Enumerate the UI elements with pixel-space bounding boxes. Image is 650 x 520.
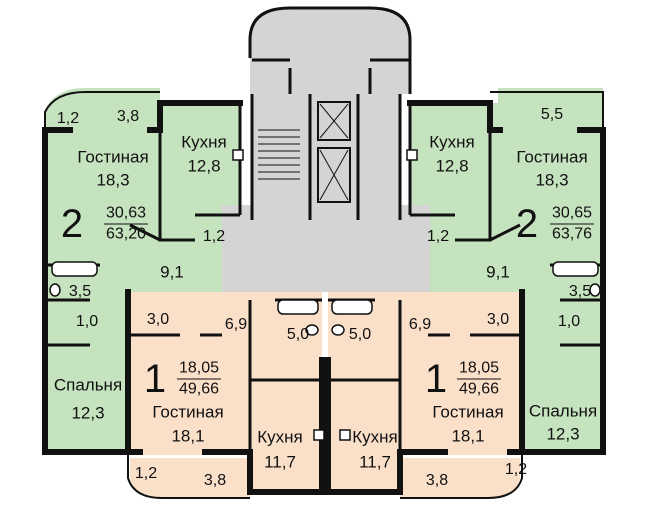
right2-bath-area: 3,5: [568, 283, 592, 300]
elevator-cross-2: [319, 149, 349, 201]
right2-living-area: 30,65: [549, 205, 595, 225]
elevator-large: [317, 147, 351, 203]
bathtub-left: [51, 261, 98, 277]
left2-wc-area: 1,0: [75, 313, 99, 330]
right1-living-room-name: Гостиная: [432, 402, 504, 422]
sink-one-room-right: [331, 324, 345, 336]
stove-right-one: [339, 429, 351, 441]
right1-rooms-count: 1: [424, 357, 448, 401]
right-two-room-apartment: [410, 88, 603, 452]
right1-living-area: 18,05: [456, 360, 502, 380]
right-one-room-balcony: [400, 458, 520, 498]
stove-left-two: [232, 149, 244, 161]
elevator-shaft: [308, 94, 360, 220]
right2-kitchen-name: Кухня: [429, 132, 475, 152]
left1-kitchen-name: Кухня: [257, 427, 303, 447]
left2-rooms-count: 2: [60, 202, 84, 246]
right2-bedroom-name: Спальня: [528, 401, 598, 421]
right1-closet-area: 3,0: [486, 311, 510, 328]
stove-right-two: [406, 149, 418, 161]
right1-area-fraction: 18,05 49,66: [456, 360, 502, 398]
stove-left-one: [313, 429, 325, 441]
bathtub-one-room-right: [331, 299, 373, 315]
right1-total-area: 49,66: [458, 380, 500, 398]
balcony-top-left: [44, 91, 160, 130]
left-one-room-apartment: [128, 292, 322, 492]
left1-rooms-count: 1: [143, 357, 167, 401]
left2-kitchen-area: 12,8: [187, 156, 221, 176]
left2-total-area: 63,20: [105, 225, 147, 243]
right1-balcony-corner: 1,2: [504, 461, 528, 478]
right-one-room-apartment: [328, 292, 522, 492]
right2-storage-area: 1,2: [426, 228, 450, 245]
right2-bedroom-area: 12,3: [546, 424, 580, 444]
left2-hall-area: 9,1: [160, 262, 184, 282]
right1-kitchen-area: 11,7: [359, 452, 391, 472]
stair-steps: [258, 129, 300, 180]
right1-bath-area: 5,0: [348, 326, 372, 343]
partition-one-room-left: [128, 298, 322, 455]
left2-storage-area: 1,2: [202, 228, 226, 245]
stair-inner-wall: [250, 58, 410, 220]
stair-tower: [222, 8, 430, 292]
right2-living-room-area: 18,3: [535, 170, 569, 190]
left1-closet-area: 3,0: [146, 311, 170, 328]
right2-rooms-count: 2: [515, 202, 539, 246]
left2-kitchen-name: Кухня: [181, 132, 227, 152]
right2-area-fraction: 30,65 63,76: [549, 205, 595, 243]
toilet-right: [589, 283, 601, 297]
left1-total-area: 49,66: [178, 380, 220, 398]
partition-one-room-right: [328, 298, 522, 455]
toilet-left: [49, 283, 61, 297]
outer-wall-bottom-left: [125, 289, 325, 495]
bathtub-one-room-left: [277, 299, 319, 315]
left-one-room-balcony: [130, 458, 250, 498]
left2-balcony-corner: 1,2: [56, 110, 80, 127]
elevator-cross-1: [319, 103, 349, 139]
balcony-top-right: [490, 91, 604, 130]
left2-living-room-name: Гостиная: [77, 147, 149, 167]
right1-balcony-area: 3,8: [425, 472, 449, 489]
left1-living-room-area: 18,1: [171, 426, 205, 446]
left1-living-room-name: Гостиная: [152, 402, 224, 422]
right1-hall-area: 6,9: [408, 316, 432, 333]
right1-kitchen-name: Кухня: [352, 427, 398, 447]
outer-wall-bottom-right: [325, 289, 525, 495]
left2-bedroom-name: Спальня: [53, 375, 123, 395]
bathtub-right: [552, 261, 599, 277]
right2-hall-area: 9,1: [486, 262, 510, 282]
outer-wall-left: [42, 127, 131, 455]
balcony-bottom-right: [400, 455, 523, 499]
left2-bedroom-area: 12,3: [71, 403, 105, 423]
elevator-small: [317, 101, 351, 141]
sink-one-room-left: [305, 324, 319, 336]
right2-kitchen-area: 12,8: [435, 156, 469, 176]
outer-wall-right: [519, 127, 606, 455]
right2-total-area: 63,76: [551, 225, 593, 243]
left2-area-fraction: 30,63 63,20: [103, 205, 149, 243]
stair-wall: [248, 6, 412, 94]
left1-living-area: 18,05: [176, 360, 222, 380]
left2-living-area: 30,63: [103, 205, 149, 225]
left1-bath-area: 5,0: [286, 326, 310, 343]
right2-living-room-name: Гостиная: [516, 147, 588, 167]
balcony-bottom-left: [127, 455, 250, 499]
left2-bath-area: 3,5: [68, 283, 92, 300]
left2-balcony-area: 3,8: [116, 108, 140, 125]
right2-wc-area: 1,0: [557, 313, 581, 330]
left1-kitchen-area: 11,7: [264, 452, 296, 472]
left1-balcony-area: 3,8: [203, 472, 227, 489]
left1-area-fraction: 18,05 49,66: [176, 360, 222, 398]
right2-balcony-area: 5,5: [540, 106, 564, 123]
left1-balcony-corner: 1,2: [134, 465, 158, 482]
left1-hall-area: 6,9: [224, 316, 248, 333]
right1-living-room-area: 18,1: [451, 426, 485, 446]
left2-living-room-area: 18,3: [96, 170, 130, 190]
left-two-room-apartment: [45, 88, 240, 452]
